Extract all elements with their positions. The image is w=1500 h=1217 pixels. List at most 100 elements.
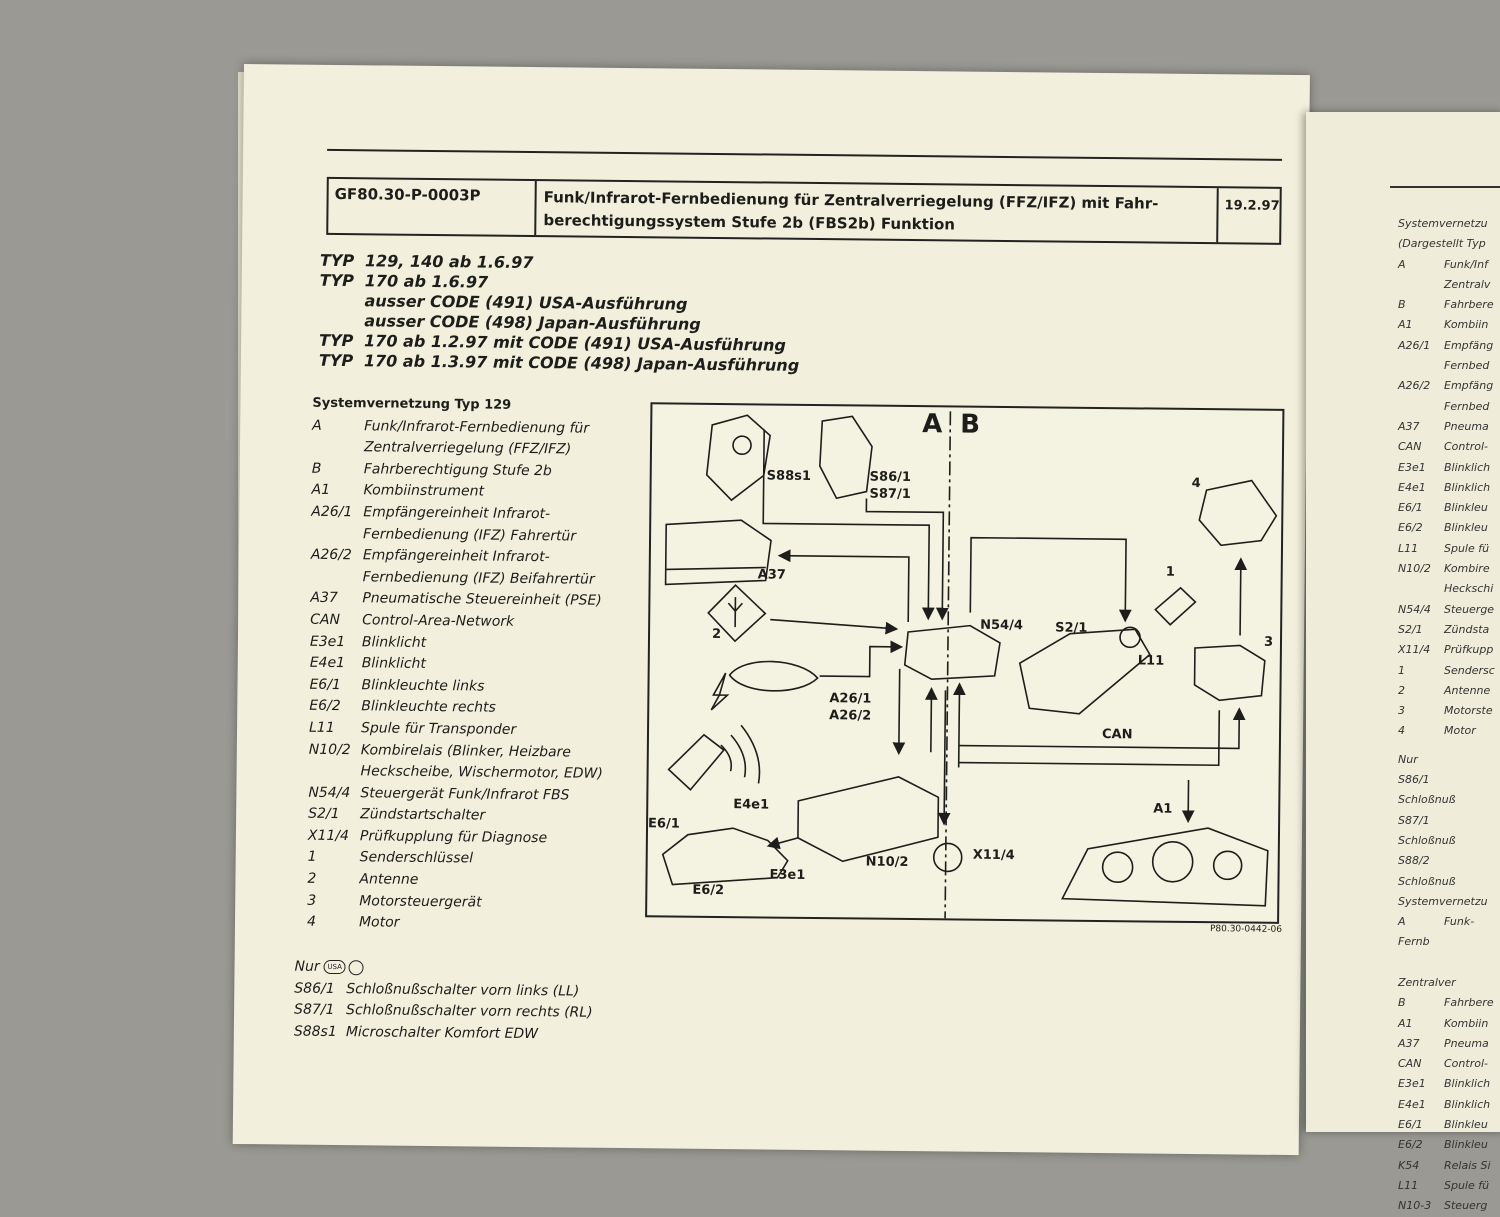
right-legend-code: S86/1 [1398, 770, 1444, 790]
legend-desc: Kombiinstrument [363, 481, 484, 504]
legend-desc-cont: Zentralverriegelung (FFZ/IFZ) [312, 437, 606, 462]
section-b-label: B [960, 410, 980, 440]
right-legend-desc: Steuerge [1444, 603, 1494, 616]
right-legend-desc: Funk/Inf [1444, 258, 1488, 271]
legend-code: E3e1 [310, 631, 362, 653]
legend-code: N10/2 [309, 739, 361, 761]
label-s86-1: S86/1 [870, 470, 911, 485]
right-legend-code: 1 [1398, 661, 1444, 681]
right-legend-row: Zentralver [1398, 953, 1500, 994]
legend-desc: Motorsteuergerät [359, 891, 482, 914]
figure-number: P80.30-0442-06 [1210, 924, 1282, 935]
right-legend-code: A [1398, 912, 1444, 932]
right-legend-row: Fernbed [1398, 356, 1500, 376]
right-legend-code: A26/1 [1398, 336, 1444, 356]
label-s87-1: S87/1 [869, 487, 910, 502]
manual-page: GF80.30-P-0003P Funk/Infrarot-Fernbedien… [233, 64, 1310, 1155]
right-legend-code: L11 [1398, 539, 1444, 559]
right-title: Systemvernetzu [1398, 214, 1500, 234]
legend-code: L11 [309, 718, 361, 740]
relay-box-n10-icon [798, 776, 939, 862]
pneumatic-unit-icon [666, 519, 772, 585]
right-legend-desc: Zündsta [1444, 623, 1489, 636]
right-legend-desc: Empfäng [1444, 379, 1493, 392]
legend-desc: Control-Area-Network [362, 610, 514, 633]
legend-code: A26/1 [311, 502, 363, 524]
legend-desc: Blinklicht [362, 632, 426, 654]
system-diagram: A B S88s1 S86/1 S87/1 A37 N54/4 S2/1 L11… [645, 402, 1284, 924]
legend-desc: Blinkleuchte rechts [361, 697, 496, 720]
right-legend-code: A26/2 [1398, 376, 1444, 396]
label-e6-1: E6/1 [648, 816, 680, 831]
right-legend-desc: Heckschi [1444, 582, 1493, 595]
label-l11: L11 [1138, 653, 1165, 668]
legend-code: A37 [310, 588, 362, 610]
right-subtitle: (Dargestellt Typ [1398, 234, 1500, 254]
label-4: 4 [1192, 476, 1201, 491]
legend-desc: Empfängereinheit Infrarot- [363, 502, 550, 526]
right-legend-code: S87/1 [1398, 811, 1444, 831]
label-e3e1: E3e1 [769, 868, 805, 883]
document-title: Funk/Infrarot-Fernbedienung für Zentralv… [536, 181, 1219, 242]
right-legend-desc: Blinklich [1444, 481, 1490, 494]
right-legend-code: K54 [1398, 1156, 1444, 1176]
right-legend-desc: Empfäng [1444, 339, 1493, 352]
right-legend-desc: Relais Si [1444, 1159, 1491, 1172]
label-a26-2: A26/2 [829, 708, 871, 723]
label-n54-4: N54/4 [980, 618, 1023, 633]
right-legend-row: S86/1Schloßnuß [1398, 770, 1500, 811]
label-s2-1: S2/1 [1055, 621, 1087, 636]
label-s88s1: S88s1 [767, 468, 811, 483]
japan-circle-icon [349, 960, 364, 975]
diagram-drawing [647, 404, 1282, 922]
right-legend-code: N54/4 [1398, 600, 1444, 620]
right-legend-desc: Motorste [1444, 704, 1493, 717]
right-legend-code: A37 [1398, 417, 1444, 437]
right-legend-desc: Fahrbere [1444, 996, 1494, 1009]
right-nur: Nur [1398, 750, 1500, 770]
door-handle-icon [729, 661, 817, 691]
arrow-n54-a37 [780, 556, 909, 622]
right-legend-code: L11 [1398, 1176, 1444, 1196]
control-unit-n54-icon [905, 625, 1001, 680]
right-legend-code: A [1398, 255, 1444, 275]
right-legend-desc: Blinkleu [1444, 521, 1488, 534]
right-legend-desc: Fahrbere [1444, 298, 1494, 311]
label-a26-1: A26/1 [829, 691, 871, 706]
legend-desc-cont: Heckscheibe, Wischermotor, EDW) [308, 761, 602, 786]
right-legend-desc: Steuerg [1444, 1199, 1487, 1212]
right-legend-desc: Fernbed [1444, 359, 1489, 372]
document-date: 19.2.97 [1218, 188, 1280, 243]
right-legend-code: E3e1 [1398, 1074, 1444, 1094]
remote-key-icon [668, 734, 724, 790]
label-a1: A1 [1153, 802, 1172, 817]
document-code: GF80.30-P-0003P [328, 179, 537, 235]
right-legend-desc: Sendersc [1444, 664, 1495, 677]
right-legend-desc: Control- [1444, 440, 1488, 453]
legend-desc-cont: Fernbedienung (IFZ) Beifahrertür [311, 566, 605, 591]
right-legend-desc: Kombiin [1444, 1017, 1488, 1030]
legend-code: A26/2 [311, 545, 363, 567]
